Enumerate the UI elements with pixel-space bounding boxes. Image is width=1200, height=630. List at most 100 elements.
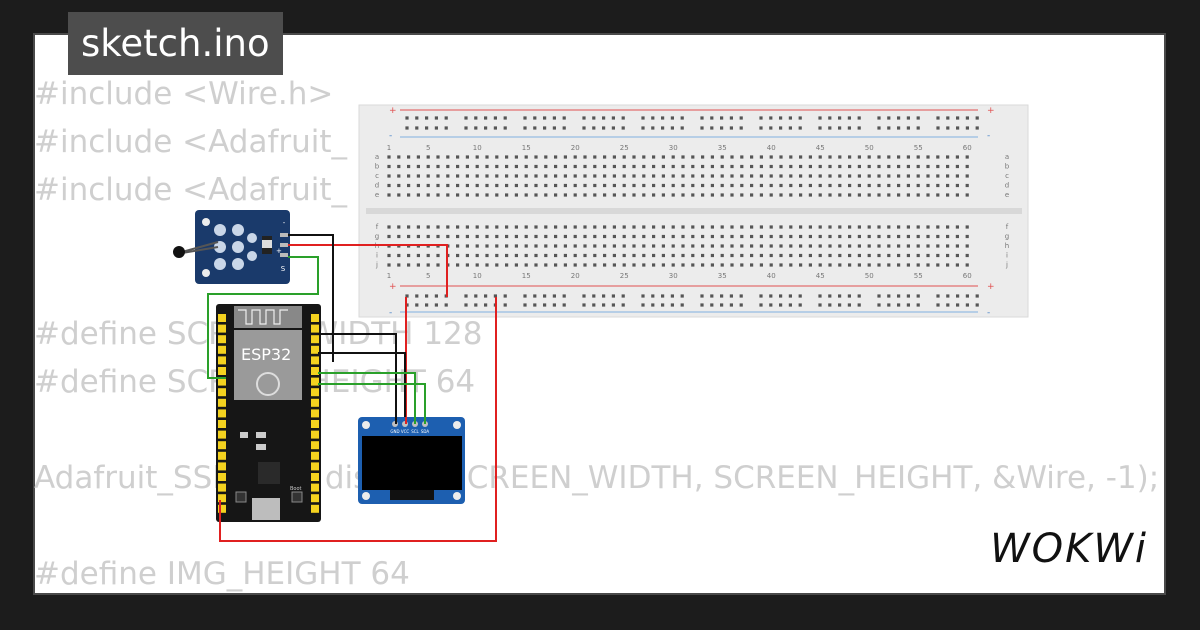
code-line: #include <Adafruit_ <box>34 124 348 160</box>
row-letter: c <box>375 172 379 180</box>
oled-pin-label: SDA <box>421 429 430 434</box>
rail-plus-symbol: + <box>389 106 397 116</box>
esp32-pin[interactable] <box>311 483 319 492</box>
esp32-pin[interactable] <box>311 494 319 503</box>
esp32-pin[interactable] <box>218 345 226 354</box>
esp32-pin[interactable] <box>311 388 319 397</box>
column-number: 60 <box>963 144 972 152</box>
esp32-pin[interactable] <box>311 409 319 418</box>
wire-green <box>318 383 426 424</box>
esp32-pin[interactable] <box>311 356 319 365</box>
column-number: 15 <box>522 272 531 280</box>
esp32-pin[interactable] <box>218 356 226 365</box>
esp32-pin[interactable] <box>218 451 226 460</box>
esp32-pin[interactable] <box>218 441 226 450</box>
row-letter: b <box>1005 163 1010 171</box>
esp32-pin[interactable] <box>218 335 226 344</box>
column-number: 35 <box>718 272 727 280</box>
esp32-pin[interactable] <box>218 462 226 471</box>
esp32-pin[interactable] <box>218 314 226 322</box>
esp32-pin[interactable] <box>311 345 319 354</box>
column-number: 35 <box>718 144 727 152</box>
column-number: 15 <box>522 144 531 152</box>
code-line: #define SCREEN_HEIGHT 64 <box>34 364 476 400</box>
usb-port <box>252 498 280 520</box>
file-tab[interactable]: sketch.ino <box>68 12 283 75</box>
esp32-pin[interactable] <box>218 483 226 492</box>
wokwi-logo: WOKWi <box>990 526 1148 572</box>
column-number: 50 <box>865 272 874 280</box>
code-line: Adafruit_SSD1306 display(SCREEN_WIDTH, S… <box>34 460 1160 496</box>
code-line: #define IMG_HEIGHT 64 <box>34 556 410 592</box>
esp32-pin[interactable] <box>218 324 226 333</box>
wire-green <box>318 372 416 424</box>
esp32-pin[interactable] <box>218 430 226 439</box>
boot-button[interactable] <box>291 491 303 503</box>
sensor-pin-label: S <box>281 265 286 273</box>
sensor-pin-label: + <box>276 247 282 255</box>
oled-display[interactable]: GND VCC SCL SDA <box>358 417 465 504</box>
esp32-pin[interactable] <box>311 504 319 513</box>
rail-minus-symbol: - <box>987 131 990 141</box>
oled-pin-label: VCC <box>401 429 410 434</box>
esp32-pin[interactable] <box>218 494 226 503</box>
esp32-pin[interactable] <box>218 473 226 481</box>
esp32-pin[interactable] <box>218 377 226 386</box>
esp32-pin[interactable] <box>311 420 319 428</box>
esp32-pin[interactable] <box>311 462 319 471</box>
column-number: 20 <box>571 144 580 152</box>
column-number: 50 <box>865 144 874 152</box>
wire-black <box>318 352 406 417</box>
column-number: 10 <box>473 144 482 152</box>
esp32-pin[interactable] <box>218 388 226 397</box>
esp32-pin[interactable] <box>218 367 226 375</box>
column-number: 1 <box>387 144 391 152</box>
row-letter: d <box>1005 182 1009 190</box>
esp32-pin[interactable] <box>311 324 319 333</box>
esp32-pin[interactable] <box>218 398 226 407</box>
temperature-sensor-module[interactable]: - + S <box>173 210 290 284</box>
rail-plus-symbol: + <box>389 282 397 292</box>
wires <box>207 234 497 542</box>
row-letter: d <box>375 182 379 190</box>
code-line: #include <Wire.h> <box>34 76 334 112</box>
esp32-pin[interactable] <box>311 335 319 344</box>
oled-pin-label: SCL <box>411 429 419 434</box>
esp32-pin[interactable] <box>311 367 319 375</box>
row-letter: j <box>375 261 378 269</box>
boot-label: Boot <box>290 486 302 492</box>
row-letter: a <box>375 153 379 161</box>
esp32-pin[interactable] <box>218 420 226 428</box>
wire-red <box>288 244 448 297</box>
wire-green <box>207 256 319 379</box>
column-number: 5 <box>426 272 430 280</box>
espressif-logo-icon <box>256 372 280 396</box>
esp32-pin[interactable] <box>218 504 226 513</box>
row-letter: i <box>1006 252 1008 260</box>
esp32-pin[interactable] <box>311 398 319 407</box>
esp32-pin[interactable] <box>311 377 319 386</box>
column-number: 20 <box>571 272 580 280</box>
breadboard[interactable]: 1155101015152020252530303535404045455050… <box>358 104 1029 318</box>
esp32-board[interactable]: ESP32 Boot <box>216 304 321 522</box>
column-number: 45 <box>816 144 825 152</box>
column-number: 40 <box>767 272 776 280</box>
esp32-pin[interactable] <box>311 473 319 481</box>
row-letter: h <box>1005 242 1009 250</box>
column-number: 30 <box>669 272 678 280</box>
row-letter: b <box>375 163 380 171</box>
esp32-pin[interactable] <box>311 314 319 322</box>
esp32-pin[interactable] <box>311 451 319 460</box>
esp32-pin[interactable] <box>311 430 319 439</box>
en-button[interactable] <box>235 491 247 503</box>
row-letter: f <box>1006 223 1009 231</box>
column-number: 45 <box>816 272 825 280</box>
esp32-pin[interactable] <box>311 441 319 450</box>
column-number: 1 <box>387 272 391 280</box>
rail-minus-symbol: - <box>389 308 392 318</box>
column-number: 30 <box>669 144 678 152</box>
sensor-pin-label: - <box>283 219 286 227</box>
code-line: #include <Adafruit_ <box>34 172 348 208</box>
column-number: 60 <box>963 272 972 280</box>
esp32-pin[interactable] <box>218 409 226 418</box>
